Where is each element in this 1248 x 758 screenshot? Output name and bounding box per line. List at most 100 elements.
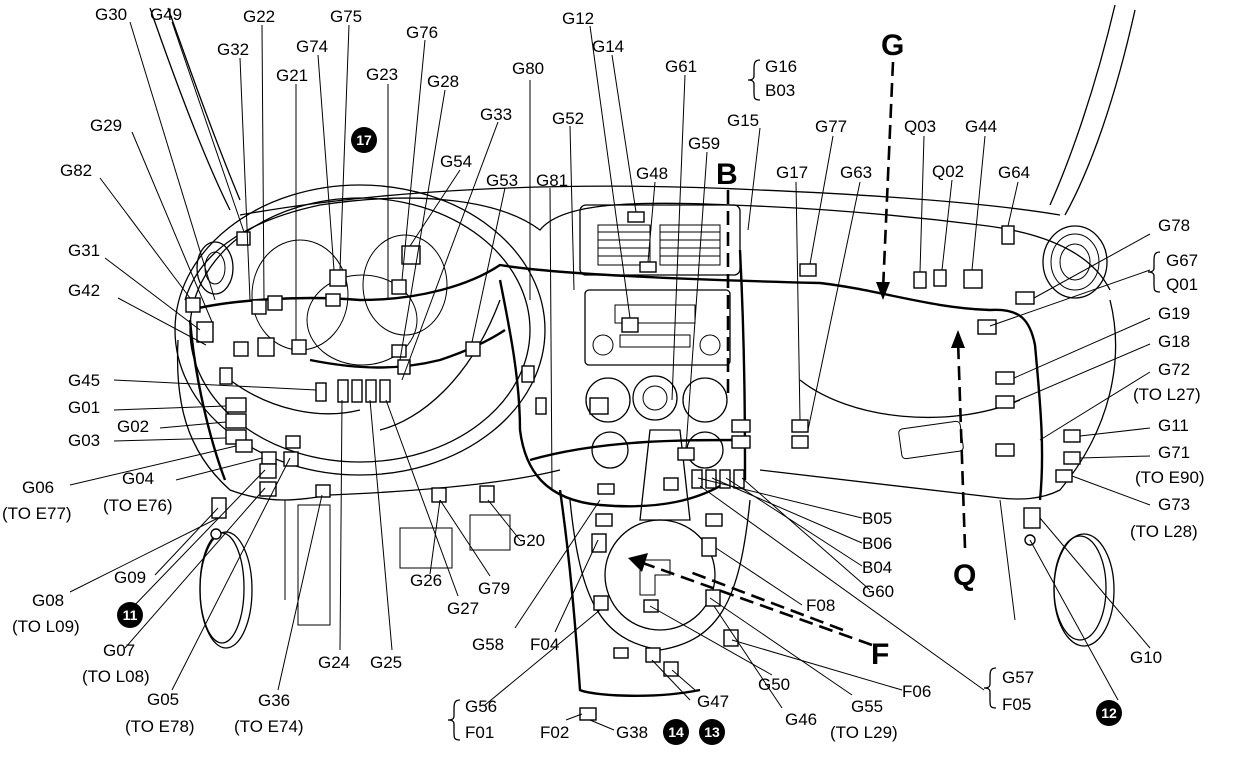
label-g79: G79 bbox=[478, 579, 510, 598]
label-g27: G27 bbox=[447, 599, 479, 618]
badge-12: 12 bbox=[1096, 700, 1122, 726]
label-g33: G33 bbox=[480, 105, 512, 124]
label-f04: F04 bbox=[530, 635, 559, 654]
label-g42: G42 bbox=[68, 281, 100, 300]
label-g57: G57 bbox=[1002, 668, 1034, 687]
label-g25: G25 bbox=[370, 653, 402, 672]
label-g02: G02 bbox=[117, 417, 149, 436]
view-letter-q: Q bbox=[953, 559, 976, 592]
label-to-l28: (TO L28) bbox=[1130, 522, 1198, 541]
label-g07: G07 bbox=[103, 641, 135, 660]
label-g44: G44 bbox=[965, 117, 997, 136]
label-b06: B06 bbox=[862, 534, 892, 553]
label-g72: G72 bbox=[1158, 360, 1190, 379]
badge-13: 13 bbox=[699, 719, 725, 745]
label-g63: G63 bbox=[840, 163, 872, 182]
badge-17: 17 bbox=[351, 127, 377, 153]
connectors bbox=[185, 211, 1081, 721]
label-g30: G30 bbox=[95, 5, 127, 24]
label-g78: G78 bbox=[1158, 216, 1190, 235]
label-g11: G11 bbox=[1158, 416, 1189, 435]
badge-14: 14 bbox=[663, 719, 689, 745]
label-g23: G23 bbox=[366, 65, 398, 84]
label-g52: G52 bbox=[552, 109, 584, 128]
label-g80: G80 bbox=[512, 59, 544, 78]
label-g09: G09 bbox=[114, 568, 146, 587]
label-f01: F01 bbox=[465, 723, 494, 742]
badge-11: 11 bbox=[117, 602, 143, 628]
label-g22: G22 bbox=[243, 7, 275, 26]
label-g17: G17 bbox=[776, 163, 808, 182]
label-g53: G53 bbox=[486, 171, 518, 190]
label-g56: G56 bbox=[465, 697, 497, 716]
label-g03: G03 bbox=[68, 431, 100, 450]
svg-text:14: 14 bbox=[668, 724, 684, 740]
label-g19: G19 bbox=[1158, 304, 1190, 323]
view-letter-labels: G B Q F bbox=[716, 29, 976, 671]
label-g59: G59 bbox=[688, 134, 720, 153]
label-to-l29: (TO L29) bbox=[830, 723, 898, 742]
label-to-e90: (TO E90) bbox=[1135, 468, 1205, 487]
label-g75: G75 bbox=[330, 7, 362, 26]
label-g81: G81 bbox=[536, 171, 568, 190]
label-g61: G61 bbox=[665, 57, 697, 76]
label-g60: G60 bbox=[862, 582, 894, 601]
label-g20: G20 bbox=[513, 531, 545, 550]
label-g14: G14 bbox=[592, 37, 624, 56]
label-g76: G76 bbox=[406, 23, 438, 42]
label-to-e76: (TO E76) bbox=[103, 496, 173, 515]
label-g50: G50 bbox=[758, 675, 790, 694]
label-g67: G67 bbox=[1166, 251, 1198, 270]
label-g15: G15 bbox=[727, 111, 759, 130]
label-g21: G21 bbox=[276, 66, 308, 85]
numbered-badges: 17 11 14 13 12 bbox=[117, 127, 1122, 745]
label-b03: B03 bbox=[765, 81, 795, 100]
label-g73: G73 bbox=[1158, 495, 1190, 514]
label-q01: Q01 bbox=[1166, 275, 1198, 294]
label-g18: G18 bbox=[1158, 332, 1190, 351]
label-g28: G28 bbox=[427, 72, 459, 91]
label-q03: Q03 bbox=[904, 117, 936, 136]
label-f06: F06 bbox=[902, 682, 931, 701]
leader-lines bbox=[69, 21, 1151, 731]
label-g16: G16 bbox=[765, 57, 797, 76]
label-g48: G48 bbox=[636, 164, 668, 183]
label-g36: G36 bbox=[258, 691, 290, 710]
label-g45: G45 bbox=[68, 371, 100, 390]
svg-text:13: 13 bbox=[704, 724, 720, 740]
label-g74: G74 bbox=[296, 37, 328, 56]
label-g64: G64 bbox=[998, 163, 1030, 182]
label-g10: G10 bbox=[1130, 648, 1162, 667]
main-harness bbox=[188, 249, 1044, 697]
view-letter-b: B bbox=[716, 158, 738, 191]
braces bbox=[447, 59, 1161, 741]
label-g04: G04 bbox=[122, 469, 154, 488]
label-g06: G06 bbox=[22, 478, 54, 497]
dashboard-outline bbox=[149, 4, 1136, 651]
view-letter-f: F bbox=[871, 638, 889, 671]
label-g55: G55 bbox=[851, 697, 883, 716]
svg-text:12: 12 bbox=[1101, 705, 1117, 721]
label-g24: G24 bbox=[318, 653, 350, 672]
label-g47: G47 bbox=[697, 692, 729, 711]
label-b04: B04 bbox=[862, 558, 892, 577]
label-b05: B05 bbox=[862, 509, 892, 528]
label-g08: G08 bbox=[32, 591, 64, 610]
label-to-l27: (TO L27) bbox=[1133, 385, 1201, 404]
label-q02: Q02 bbox=[932, 162, 964, 181]
label-g31: G31 bbox=[68, 241, 100, 260]
label-g29: G29 bbox=[90, 116, 122, 135]
label-g71: G71 bbox=[1158, 443, 1190, 462]
label-g82: G82 bbox=[60, 161, 92, 180]
connector-labels: G30 G49 G22 G75 G32 G74 G21 G76 G23 G28 … bbox=[2, 5, 1205, 742]
view-letter-g: G bbox=[881, 29, 904, 62]
label-g38: G38 bbox=[616, 723, 648, 742]
label-g77: G77 bbox=[815, 117, 847, 136]
label-to-l08: (TO L08) bbox=[82, 667, 150, 686]
label-to-e77: (TO E77) bbox=[2, 504, 72, 523]
label-f02: F02 bbox=[540, 723, 569, 742]
label-g26: G26 bbox=[410, 571, 442, 590]
label-f05: F05 bbox=[1002, 695, 1031, 714]
label-to-e78: (TO E78) bbox=[125, 717, 195, 736]
